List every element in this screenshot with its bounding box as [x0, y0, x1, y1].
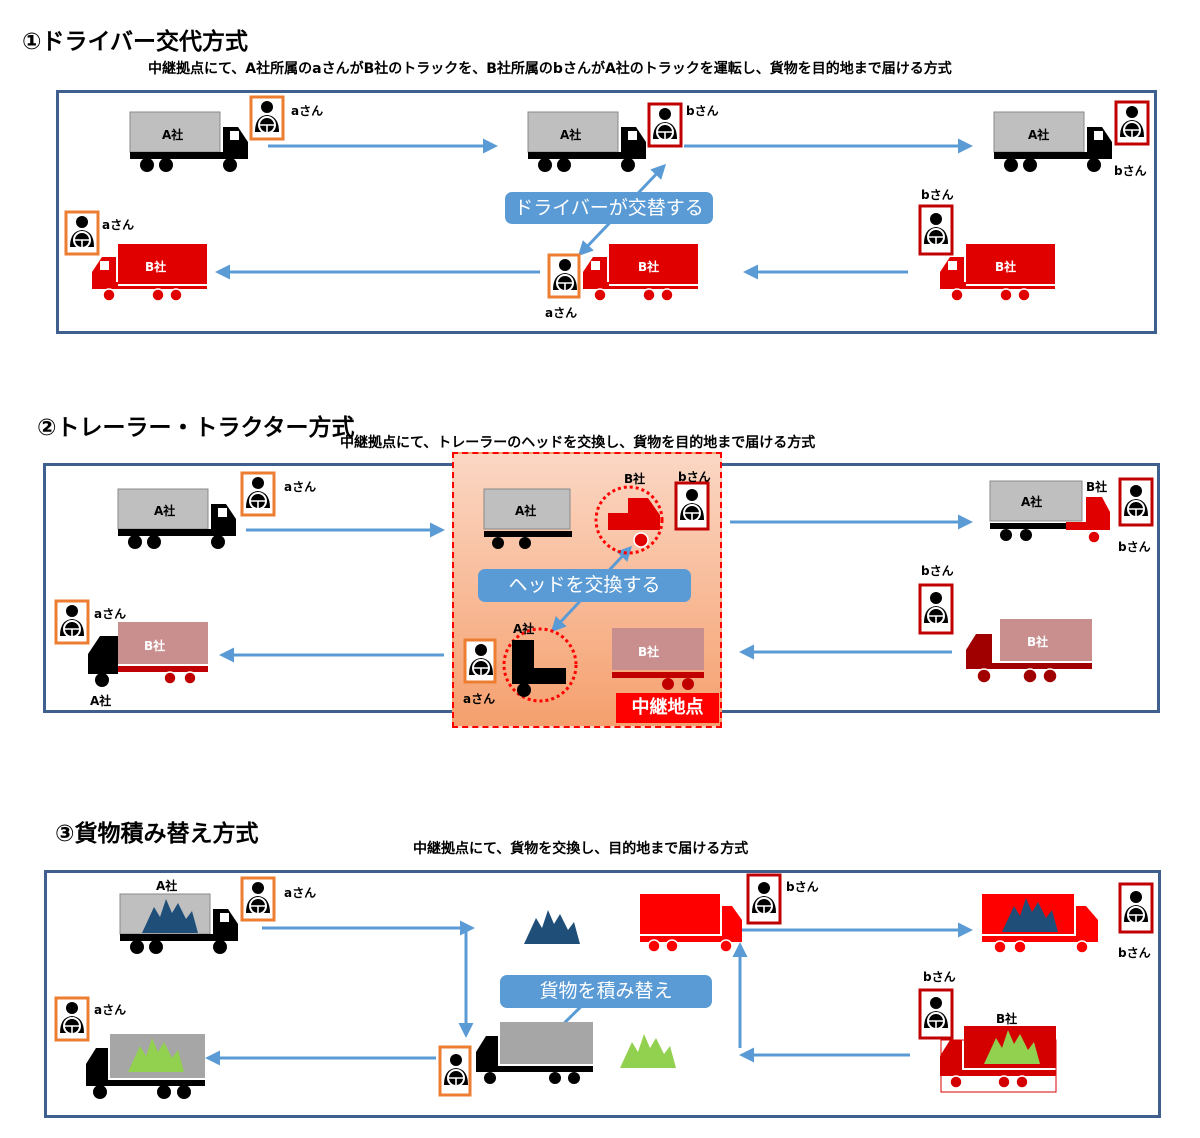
tractor-a-icon — [502, 627, 578, 703]
truck-company-label: A社 — [1021, 495, 1043, 509]
section3-panel — [44, 870, 1161, 1118]
section3-graphics — [54, 873, 1154, 1099]
section3-title: ③貨物積み替え方式 — [55, 821, 259, 847]
cargo-swap-label: 貨物を積み替え — [500, 975, 712, 1008]
driver-label: aさん — [94, 607, 127, 621]
driver-label: bさん — [686, 104, 719, 118]
section3-subtitle: 中継拠点にて、貨物を交換し、目的地まで届ける方式 — [413, 841, 749, 857]
truck-company-label: A社 — [515, 504, 537, 518]
truck-ba-icon — [88, 622, 208, 687]
relay-point-badge: 中継地点 — [616, 693, 719, 723]
driver-label: aさん — [94, 1003, 127, 1017]
driver-label: bさん — [1118, 540, 1151, 554]
driver-label: aさん — [291, 104, 324, 118]
truck-company-label: A社 — [154, 504, 176, 518]
section1-graphics — [64, 95, 1150, 302]
section2-title: ②トレーラー・トラクター方式 — [37, 415, 355, 441]
section1-title: ①ドライバー交代方式 — [22, 29, 249, 55]
tractor-b-icon — [594, 485, 664, 555]
truck-company-label: A社 — [162, 128, 184, 142]
truck-company-label: B社 — [638, 260, 660, 274]
truck-a-icon — [476, 1022, 593, 1084]
driver-swap-label: ドライバーが交替する — [505, 192, 713, 224]
truck-company-label: B社 — [638, 645, 660, 659]
section2-graphics — [54, 471, 1154, 703]
truck-company-label: A社 — [1028, 128, 1050, 142]
head-swap-label: ヘッドを交換する — [478, 569, 691, 602]
truck-company-label: A社 — [513, 622, 535, 636]
truck-company-label: A社 — [90, 694, 112, 708]
driver-label: bさん — [921, 564, 954, 578]
truck-a-icon — [117, 488, 237, 550]
truck-company-label: A社 — [560, 128, 582, 142]
section2-subtitle: 中継拠点にて、トレーラーのヘッドを交換し、貨物を目的地まで届ける方式 — [340, 435, 816, 451]
cargo-a-icon — [524, 910, 580, 944]
truck-a-icon — [527, 111, 647, 173]
truck-ab-icon — [989, 480, 1110, 544]
driver-label: bさん — [1118, 946, 1151, 960]
truck-company-label: B社 — [624, 472, 646, 486]
trailer-a-icon — [483, 488, 572, 549]
driver-label: bさん — [921, 188, 954, 202]
truck-company-label: B社 — [1027, 635, 1049, 649]
driver-label: aさん — [284, 480, 317, 494]
truck-b-icon — [966, 619, 1092, 684]
trailer-b-icon — [612, 628, 704, 690]
truck-b-icon — [640, 894, 742, 953]
driver-label: bさん — [678, 470, 711, 484]
driver-label: aさん — [102, 218, 135, 232]
driver-label: bさん — [786, 880, 819, 894]
driver-label: aさん — [284, 886, 317, 900]
truck-a-icon — [129, 111, 249, 173]
section1-subtitle: 中継拠点にて、A社所属のaさんがB社のトラックを、B社所属のbさんがA社のトラッ… — [148, 61, 952, 77]
truck-a-icon — [993, 111, 1113, 173]
truck-company-label: B社 — [144, 639, 166, 653]
truck-company-label: B社 — [996, 1012, 1018, 1026]
section1-panel — [56, 90, 1157, 334]
driver-label: bさん — [1114, 164, 1147, 178]
truck-company-label: B社 — [1086, 480, 1108, 494]
cargo-b-icon — [620, 1034, 676, 1068]
driver-label: bさん — [923, 970, 956, 984]
driver-label: aさん — [545, 306, 578, 320]
driver-label: aさん — [463, 692, 496, 706]
truck-company-label: A社 — [156, 879, 178, 893]
truck-company-label: B社 — [995, 260, 1017, 274]
truck-company-label: B社 — [145, 260, 167, 274]
